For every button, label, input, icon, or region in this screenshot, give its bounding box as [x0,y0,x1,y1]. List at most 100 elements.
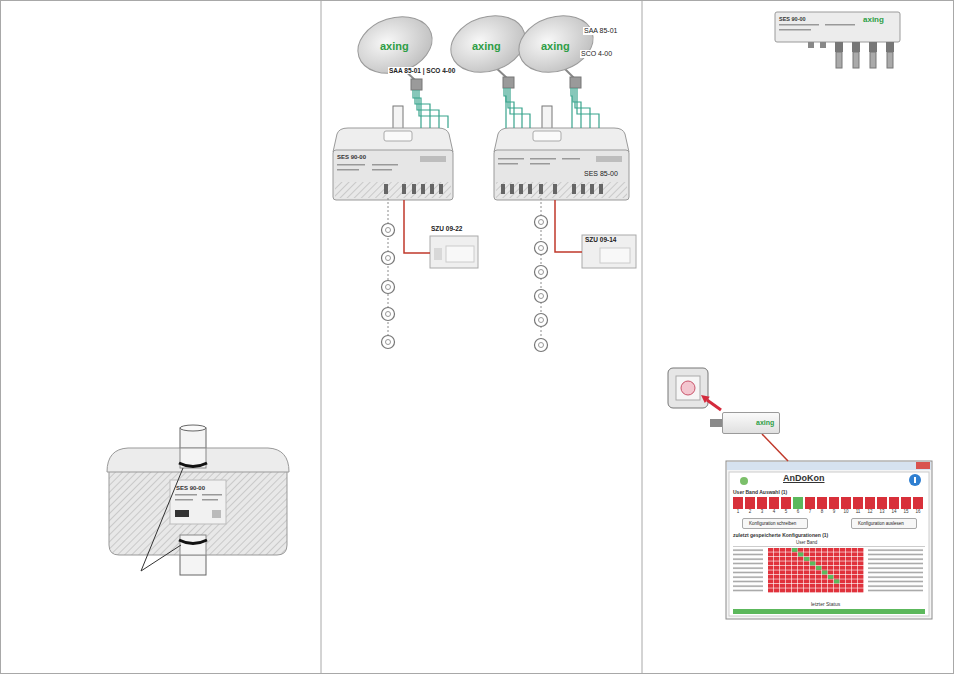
signal-cable [762,434,788,461]
mast-housing-part [180,448,206,468]
multiswitch-top-view [775,12,900,68]
multiswitch-b-part [533,131,561,141]
multiswitch-a-part [333,150,453,200]
software-window-part [740,477,748,485]
multiswitch-a-part [333,128,453,152]
mast-housing-part [141,468,183,571]
cable-line [571,88,572,128]
multiswitch-top-view-part [808,42,814,48]
multiswitch-b-part [530,158,556,160]
outlet-chain-b-part [539,220,544,225]
software-window-part [804,557,809,561]
multiswitch-b-part [539,184,543,194]
band-number: 4 [768,510,780,515]
multiswitch-a-part [384,184,388,194]
band-number: 6 [792,510,804,515]
satellite-dishes-part [411,79,422,90]
mast-housing-part [180,425,206,431]
cable-line [417,90,439,128]
outlet-chain-a-part [386,285,391,290]
outlet-chain-a [382,198,395,349]
outlet-chain-a-part [386,340,391,345]
multiswitch-b-part [590,184,594,194]
software-window-part [822,571,827,575]
multiswitch-b-part [553,184,557,194]
mast-housing-part [179,540,207,544]
multiswitch-top-view-part [870,52,876,68]
software-window-part [733,548,766,593]
software-window [726,461,932,619]
wall-socket-part [668,368,708,408]
software-window-part [768,548,864,593]
multiswitch-top-view-part [775,12,900,42]
programmer-box-b-part [582,235,636,268]
outlet-chain-a-part [382,308,395,321]
multiswitch-a-part [439,184,443,194]
software-window-part [868,548,925,593]
band-number: 10 [840,510,852,515]
multiswitch-b-part [581,184,585,194]
model-label: SAA 85-01 | SCO 4-00 [388,67,456,74]
multiswitch-b-part [510,184,514,194]
multiswitch-top-view-part [779,24,819,26]
signal-cable [555,200,582,252]
outlet-chain-a-part [386,256,391,261]
band-number: 7 [804,510,816,515]
device-label: zuletzt gespeicherte Konfigurationen (1) [733,533,828,539]
software-window-part [733,546,925,547]
cable-line [510,88,530,128]
logo-text: axing [541,40,570,53]
band-number: 1 [732,510,744,515]
band-number: 8 [816,510,828,515]
software-window-part [727,462,931,470]
software-window-part [729,472,929,616]
multiswitch-top-view-part [886,42,894,52]
mast-housing-part [179,463,207,467]
band-number: 14 [888,510,900,515]
mast-housing-part [107,448,289,472]
multiswitch: SES 90-00 [333,128,453,200]
outlet-chain-a-part [382,252,395,265]
programmer-box-a [430,236,478,268]
wall-socket-part [710,419,722,427]
multiswitch-a-part [384,131,412,141]
outlet-chain-a-part [382,224,395,237]
logo-text: axing [756,419,774,427]
mast-housing-part [175,499,193,501]
multiswitch-b-part [528,184,532,194]
device-label: SZU 09-14 [585,236,616,243]
multiswitch-b-part [498,163,518,165]
device-label: User Band Auswahl (1) [733,490,787,496]
device-label: SES 85-00 [584,170,618,178]
device-label: SZU 09-22 [431,225,462,232]
outlet-chain-b-part [535,242,548,255]
outlet-chain-a-part [386,312,391,317]
outlet-chain-b-part [535,339,548,352]
band-number: 13 [876,510,888,515]
mast-housing-part [212,510,221,518]
multiswitch-a-part [372,169,392,171]
band-number: 12 [864,510,876,515]
mast-housing-part [175,494,197,496]
software-window-part [810,562,815,566]
outlet-chain-b-part [535,266,548,279]
band-number: 2 [744,510,756,515]
programmer-box-a-part [434,248,442,260]
band-number: 9 [828,510,840,515]
multiswitch-b-part [572,184,576,194]
software-window-part [798,553,803,557]
programmer-box: SZU 09-22 [430,225,478,268]
multiswitch-b-part [562,158,580,160]
software-window-part [909,474,921,486]
multiswitch-top-view-part [853,52,859,68]
programmer-box-a-part [446,246,474,262]
multiswitch-a-part [335,182,451,198]
device-label: SES 90-00 [176,485,205,492]
multiswitch-b-part [498,158,524,160]
wall-socket [668,368,722,427]
software-window-part [733,609,925,614]
